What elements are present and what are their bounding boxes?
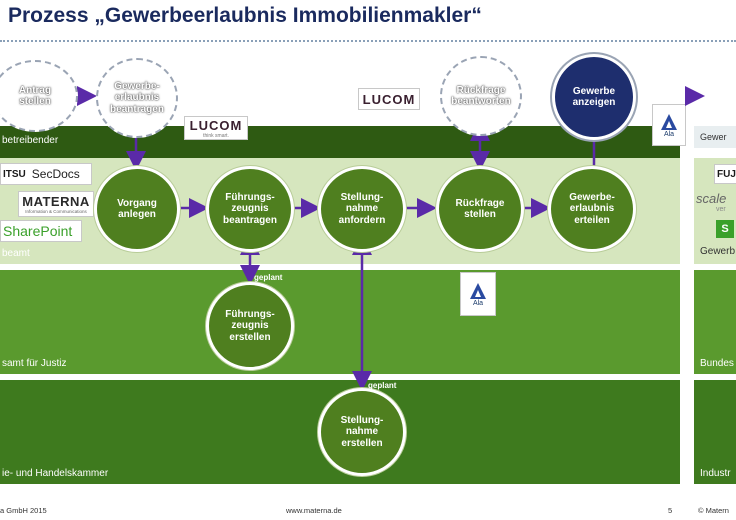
ala-logo-mid: Ala [460, 272, 496, 316]
right-lane-label-4: Industr [700, 468, 731, 479]
lane-label-gewerbebeamt: beamt [2, 248, 30, 259]
right-lane-1: Gewer [694, 126, 736, 148]
ala-logo-top: Ala [652, 104, 686, 146]
right-fujitsu-logo: FUJ [714, 164, 736, 184]
sharepoint-logo: SharePoint [0, 220, 82, 242]
step-gewerbe-anzeigen[interactable]: Gewerbe anzeigen [552, 54, 636, 140]
lane-gewerbetreibender: betreibender [0, 126, 680, 158]
page-title: Prozess „Gewerbeerlaubnis Immobilienmakl… [8, 4, 482, 27]
step-fuehrungszeugnis-beantragen[interactable]: Führungs- zeugnis beantragen [206, 166, 294, 252]
lane-bundesamt-justiz: samt für Justiz [0, 270, 680, 374]
geplant-tag-2: geplant [368, 381, 397, 390]
lane-label-ihk: ie- und Handelskammer [2, 468, 109, 479]
step-antrag-stellen[interactable]: Antrag stellen [0, 60, 78, 132]
right-scale-logo: scale ver [696, 191, 727, 213]
step-stellungnahme-anfordern[interactable]: Stellung- nahme anfordern [318, 166, 406, 252]
fujitsu-secdocs-logo: ITSU SecDocs [0, 163, 92, 185]
lane-label-bundesamt-justiz: samt für Justiz [2, 358, 67, 369]
ala-triangle-icon [470, 282, 486, 299]
footer-page-number: 5 [668, 506, 673, 515]
right-lane-3: Bundes [694, 270, 736, 374]
step-vorgang-anlegen[interactable]: Vorgang anlegen [94, 166, 180, 252]
geplant-tag-1: geplant [254, 273, 283, 282]
lucom-logo: LUCOM [358, 88, 420, 110]
step-gewerbeerlaubnis-beantragen[interactable]: Gewerbe- erlaubnis beantragen [96, 58, 178, 138]
step-fuehrungszeugnis-erstellen[interactable]: Führungs- zeugnis erstellen [206, 282, 294, 370]
title-divider [0, 40, 736, 42]
step-rueckfrage-stellen[interactable]: Rückfrage stellen [436, 166, 524, 252]
step-rueckfrage-beantworten[interactable]: Rückfrage beantworten [440, 56, 522, 136]
footer-url[interactable]: www.materna.de [286, 506, 342, 515]
right-lane-label-2: Gewerb [700, 246, 736, 257]
right-lane-4: Industr [694, 380, 736, 484]
right-sharepoint-icon: S [716, 220, 734, 238]
lucom-logo-2: LUCOM think smart. [184, 116, 248, 140]
materna-logo: MATERNA Information & Communications [18, 191, 94, 217]
step-gewerbeerlaubnis-erteilen[interactable]: Gewerbe- erlaubnis erteilen [548, 166, 636, 252]
right-lane-label-1: Gewer [700, 132, 727, 142]
ala-triangle-icon [661, 113, 677, 130]
right-lane-label-3: Bundes [700, 358, 734, 369]
footer-company: a GmbH 2015 [0, 506, 47, 515]
step-stellungnahme-erstellen[interactable]: Stellung- nahme erstellen [318, 388, 406, 476]
lane-label-gewerbetreibender: betreibender [2, 135, 59, 146]
footer-copyright: © Matern [698, 506, 729, 515]
